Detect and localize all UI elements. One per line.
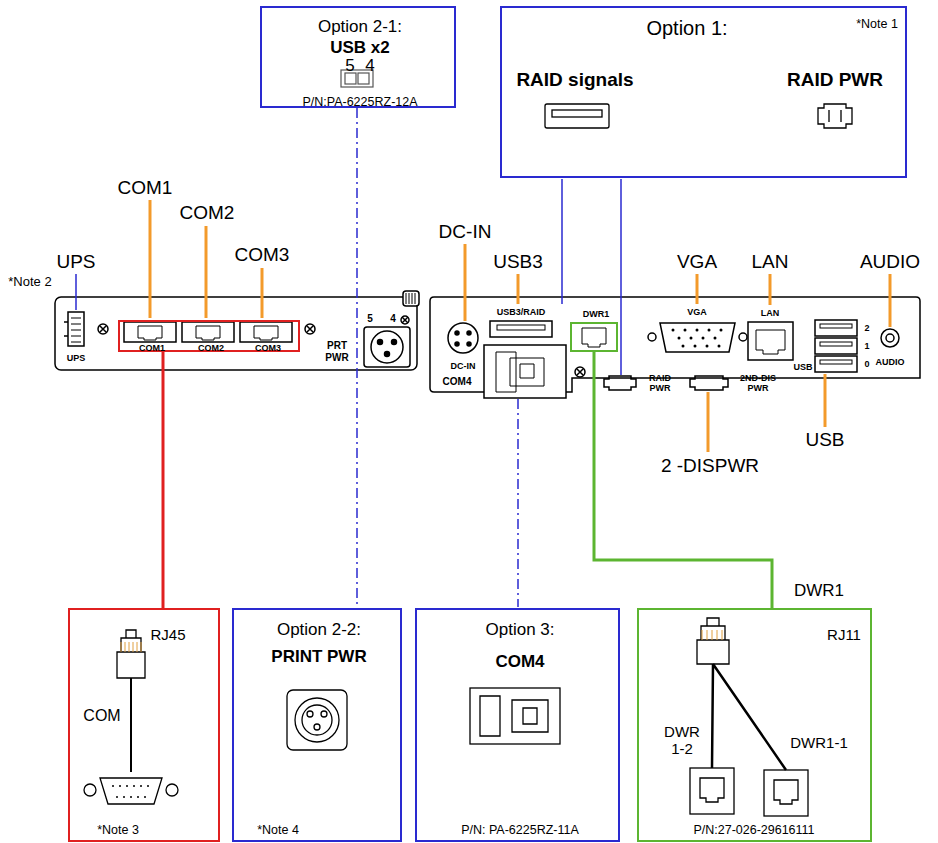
node-text: DWR1 [794, 581, 844, 601]
node-text: USB x2 [330, 38, 390, 58]
second-display-power-connector [690, 376, 728, 390]
port-callout: DC-IN [439, 221, 492, 243]
audio-jack [881, 329, 899, 347]
dwr-splitter-cable [690, 618, 808, 816]
port-callout: VGA [677, 251, 717, 273]
node-text: RAID PWR [787, 69, 883, 91]
port-callout: AUDIO [860, 251, 920, 273]
node-text: P/N:27-026-29616111 [693, 823, 814, 837]
node-text: COM1 [139, 343, 165, 353]
com4-icon [470, 688, 560, 744]
port-callout: COM2 [180, 202, 235, 224]
note-ref: *Note 2 [8, 275, 51, 290]
printer-power-connector [364, 327, 410, 367]
com4-port [484, 345, 566, 398]
connector-line [594, 352, 772, 608]
connector-line [162, 352, 165, 608]
port-callout: COM3 [235, 244, 290, 266]
node-text: *Note 1 [856, 17, 898, 31]
node-text: DWR1-1 [790, 734, 848, 751]
port-index: 1 [864, 341, 869, 351]
panel-label: PRT PWR [323, 340, 351, 363]
port-callout: USB3 [493, 251, 543, 273]
dc-in-jack [448, 323, 478, 353]
pin-number: 5 [367, 313, 373, 325]
vga-port [660, 323, 735, 352]
panel-label: USB3/RAID [497, 307, 546, 317]
raid-power-connector [604, 376, 636, 390]
panel-label: 2ND-DIS PWR [733, 373, 783, 394]
panel-label: UPS [67, 353, 86, 363]
node-text: RAID signals [516, 69, 633, 91]
node-text: Option 3: [486, 620, 555, 640]
node-text: RJ11 [827, 626, 861, 643]
node-text: Option 2-1: [318, 17, 402, 37]
node-text: COM3 [255, 343, 281, 353]
thumb-screw [403, 291, 419, 306]
option-box: Option 2-1:USB x254P/N:PA-6225RZ-12A [260, 6, 456, 108]
panel-label: COM4 [443, 376, 472, 388]
port-index: 2 [864, 323, 869, 333]
cable-box: DWR1RJ11DWR 1-2DWR1-1P/N:27-026-29616111 [637, 608, 872, 842]
pin-number: 4 [390, 313, 396, 325]
panel-label: DC-IN [451, 361, 476, 371]
port-callout: USB [805, 429, 844, 451]
usb3-port [490, 321, 552, 337]
port-callout: COM1 [118, 177, 173, 199]
rj45-db9-cable [84, 630, 178, 804]
panel-label: VGA [687, 307, 707, 317]
node-text: *Note 3 [97, 823, 139, 837]
node-text: COM4 [495, 652, 544, 672]
port-callout: 2 -DISPWR [661, 455, 759, 477]
node-text: 5 [345, 56, 354, 76]
raid-icons [545, 104, 852, 128]
rear-panel-left [55, 297, 417, 370]
node-text: DWR1 [583, 309, 610, 319]
port-index: 0 [864, 359, 869, 369]
com-port-group: COM1 COM2 COM3 [118, 320, 300, 352]
connector-line [356, 108, 358, 608]
cable-box: RJ45COM *Note 3 [68, 608, 220, 842]
leader-lines [150, 200, 890, 452]
com-ports [124, 322, 292, 342]
option-box: Option 2-2: PRINT PWR *Note 4 [232, 608, 402, 842]
node-text: Option 1: [646, 17, 727, 40]
print-power-icon [287, 690, 347, 750]
node-text: COM2 [198, 343, 224, 353]
panel-label: RAID PWR [645, 373, 675, 394]
usb-ports [815, 320, 857, 372]
panel-label: LAN [761, 308, 780, 318]
node-text: P/N:PA-6225RZ-12A [302, 95, 417, 109]
node-text: P/N: PA-6225RZ-11A [461, 823, 579, 837]
node-text: 4 [365, 56, 374, 76]
ups-connector [68, 312, 84, 346]
panel-label: USB [793, 362, 812, 372]
node-text: *Note 4 [257, 823, 299, 837]
option-box: Option 1: *Note 1 RAID signals RAID PWR [500, 6, 907, 178]
option-box: Option 3: COM4P/N: PA-6225RZ-11A [415, 608, 620, 842]
node-text: DWR 1-2 [662, 723, 702, 758]
port-callout: LAN [752, 251, 789, 273]
lan-port [748, 322, 793, 360]
dwr-jack [582, 328, 606, 347]
panel-label: AUDIO [876, 357, 905, 367]
option-leaders [76, 179, 621, 607]
port-callout: UPS [56, 251, 95, 273]
dwr-port-box: DWR1 [570, 322, 618, 352]
node-text: RJ45 [150, 626, 185, 643]
node-text: PRINT PWR [271, 647, 366, 667]
node-text: Option 2-2: [277, 620, 361, 640]
node-text: COM [83, 707, 120, 725]
